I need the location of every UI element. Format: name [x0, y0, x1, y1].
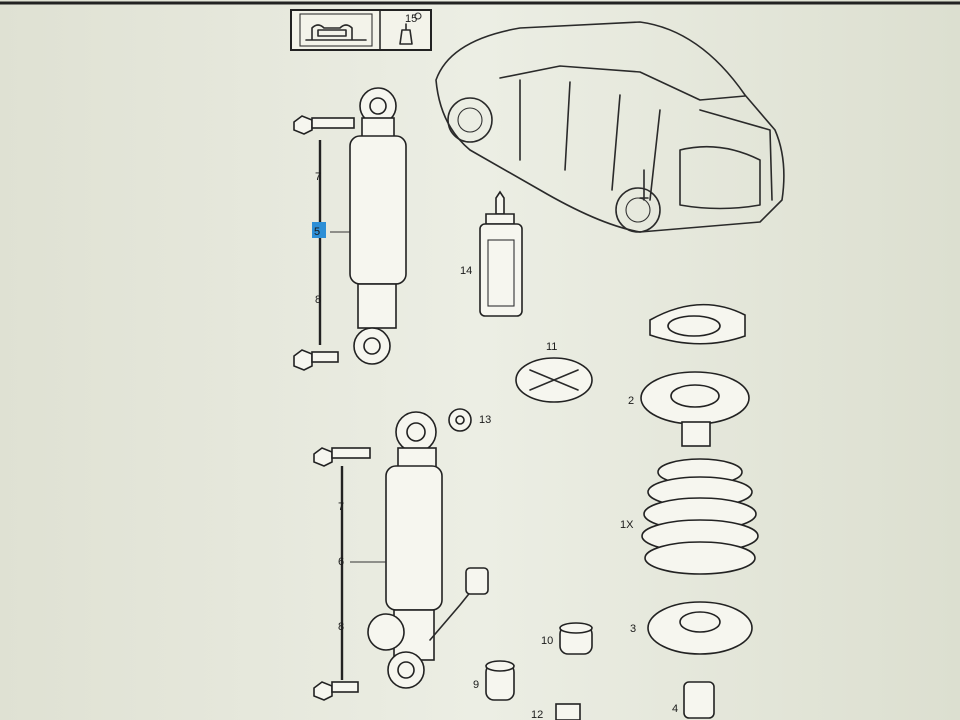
shock-absorber-icon: [299, 13, 373, 47]
upper-shock-absorber[interactable]: [349, 87, 407, 365]
coil-spring[interactable]: [641, 458, 759, 575]
lower-shock-absorber[interactable]: [367, 411, 489, 689]
bushing-10[interactable]: [559, 622, 593, 655]
callout-9[interactable]: 9: [473, 679, 479, 691]
part-12[interactable]: [555, 703, 581, 720]
callout-7b[interactable]: 7: [338, 501, 344, 513]
callout-7a[interactable]: 7: [315, 171, 321, 183]
lower-spring-seat[interactable]: [647, 601, 753, 655]
upper-spring-seat[interactable]: [640, 371, 750, 447]
lower-bolt[interactable]: [293, 349, 339, 371]
callout-8a[interactable]: 8: [315, 294, 321, 306]
callout-4[interactable]: 4: [672, 703, 678, 715]
nut[interactable]: [448, 408, 472, 432]
lower-upper-bolt[interactable]: [313, 447, 371, 467]
grease-tube-icon: [399, 12, 422, 45]
bump-stop[interactable]: [683, 681, 715, 719]
callout-1x[interactable]: 1X: [620, 519, 634, 531]
callout-12[interactable]: 12: [531, 709, 543, 720]
callout-8b[interactable]: 8: [338, 621, 344, 633]
top-seal-plate[interactable]: [649, 303, 746, 345]
callout-10[interactable]: 10: [541, 635, 553, 647]
upper-bolt[interactable]: [293, 115, 355, 135]
vehicle-illustration: [435, 21, 785, 233]
callout-5[interactable]: 5: [314, 226, 320, 238]
callout-highlight-5: [312, 222, 326, 238]
callout-11[interactable]: 11: [546, 341, 557, 353]
grease-bottle[interactable]: [479, 190, 523, 317]
lower-lower-bolt[interactable]: [313, 681, 359, 701]
callout-14[interactable]: 14: [460, 265, 472, 277]
cross-cap[interactable]: [515, 357, 593, 403]
callout-6[interactable]: 6: [338, 556, 344, 568]
callout-3[interactable]: 3: [630, 623, 636, 635]
callout-2[interactable]: 2: [628, 395, 634, 407]
callout-13[interactable]: 13: [479, 414, 491, 426]
bushing-9[interactable]: [485, 660, 515, 701]
header-box-label: 15: [405, 13, 417, 25]
header-box[interactable]: [290, 9, 432, 51]
